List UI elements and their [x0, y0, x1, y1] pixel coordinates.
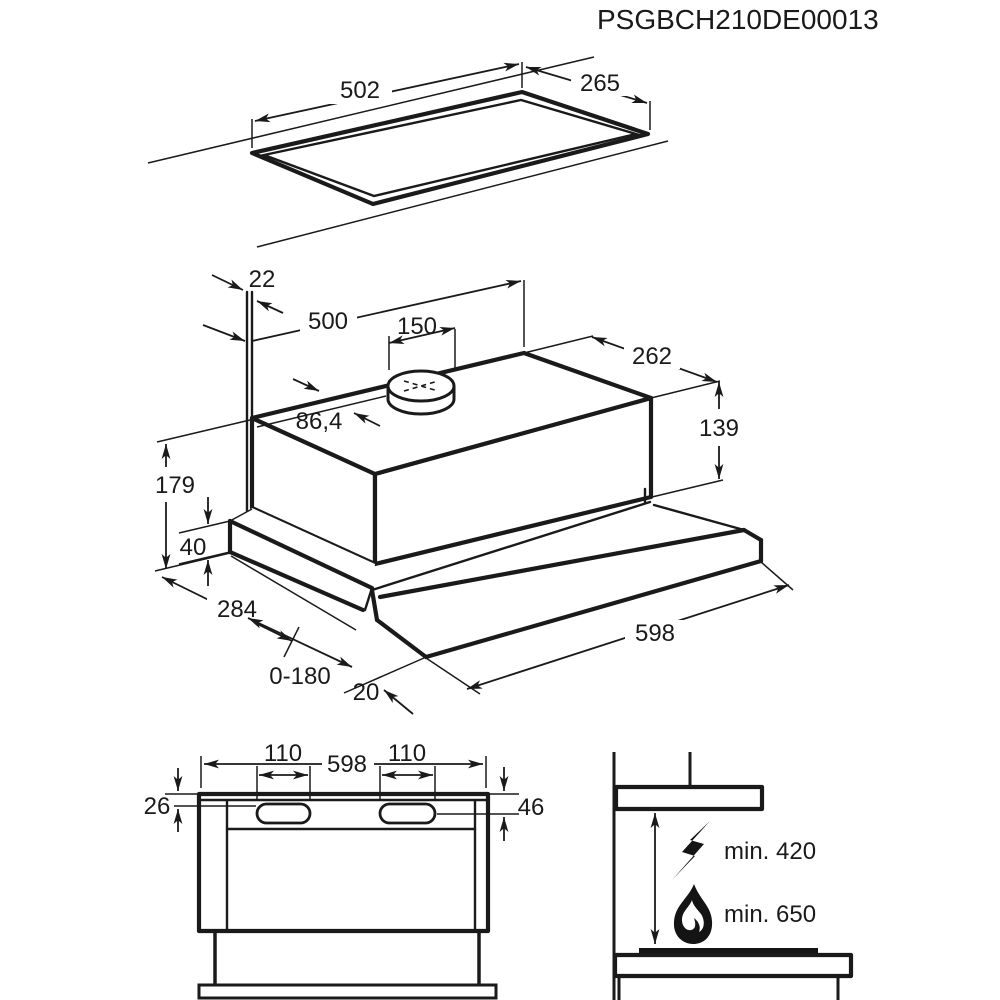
flame-icon [673, 884, 713, 944]
dim-slot-right: 110 [388, 740, 426, 767]
electric-clearance-label: min. 420 [724, 838, 816, 865]
counter [612, 952, 854, 979]
gas-clearance-label: min. 650 [724, 901, 816, 928]
dim-total-height: 179 [155, 472, 195, 499]
hood-body [249, 350, 654, 567]
mounting-slot-left [255, 802, 312, 825]
countertop-edge-front [256, 140, 669, 248]
front-view: 598 110 110 26 46 [144, 740, 545, 1000]
dim-front-gap: 20 [353, 679, 380, 706]
dim-edge-to-slot-bottom: 46 [518, 794, 545, 821]
dim-lower-height: 40 [180, 534, 207, 561]
dim-wall-gap: 22 [249, 266, 276, 293]
lightning-icon [672, 821, 710, 880]
drawing-title: PSGBCH210DE00013 [597, 4, 879, 35]
hood-profile [613, 784, 765, 812]
dim-body-width: 500 [308, 308, 348, 335]
cooktop [639, 948, 818, 955]
dim-duct-diameter: 150 [397, 313, 437, 340]
dim-front-width: 598 [327, 751, 367, 778]
dim-edge-to-slot-top: 26 [144, 793, 171, 820]
dim-cutout-width: 502 [340, 77, 380, 104]
dim-body-depth: 262 [632, 343, 672, 370]
dim-pullout-range: 0-180 [269, 663, 330, 690]
front-panel [196, 791, 491, 934]
iso-view: 22 179 40 150 [154, 266, 794, 715]
top-view: 502 265 [147, 56, 669, 248]
duct-center-marks [403, 380, 439, 392]
dim-cutout-depth: 265 [580, 70, 620, 97]
dim-visor-width-iso: 598 [635, 620, 675, 647]
duct-collar [386, 369, 456, 416]
mounting-slot-right [378, 802, 437, 825]
dim-slot-left: 110 [264, 740, 302, 767]
visor-strip [197, 983, 498, 1000]
clearance-view: min. 420 min. 650 [612, 752, 854, 1000]
dim-body-height: 139 [699, 415, 739, 442]
hood-lower-section [227, 508, 375, 613]
dim-duct-offset: 86,4 [296, 408, 343, 435]
